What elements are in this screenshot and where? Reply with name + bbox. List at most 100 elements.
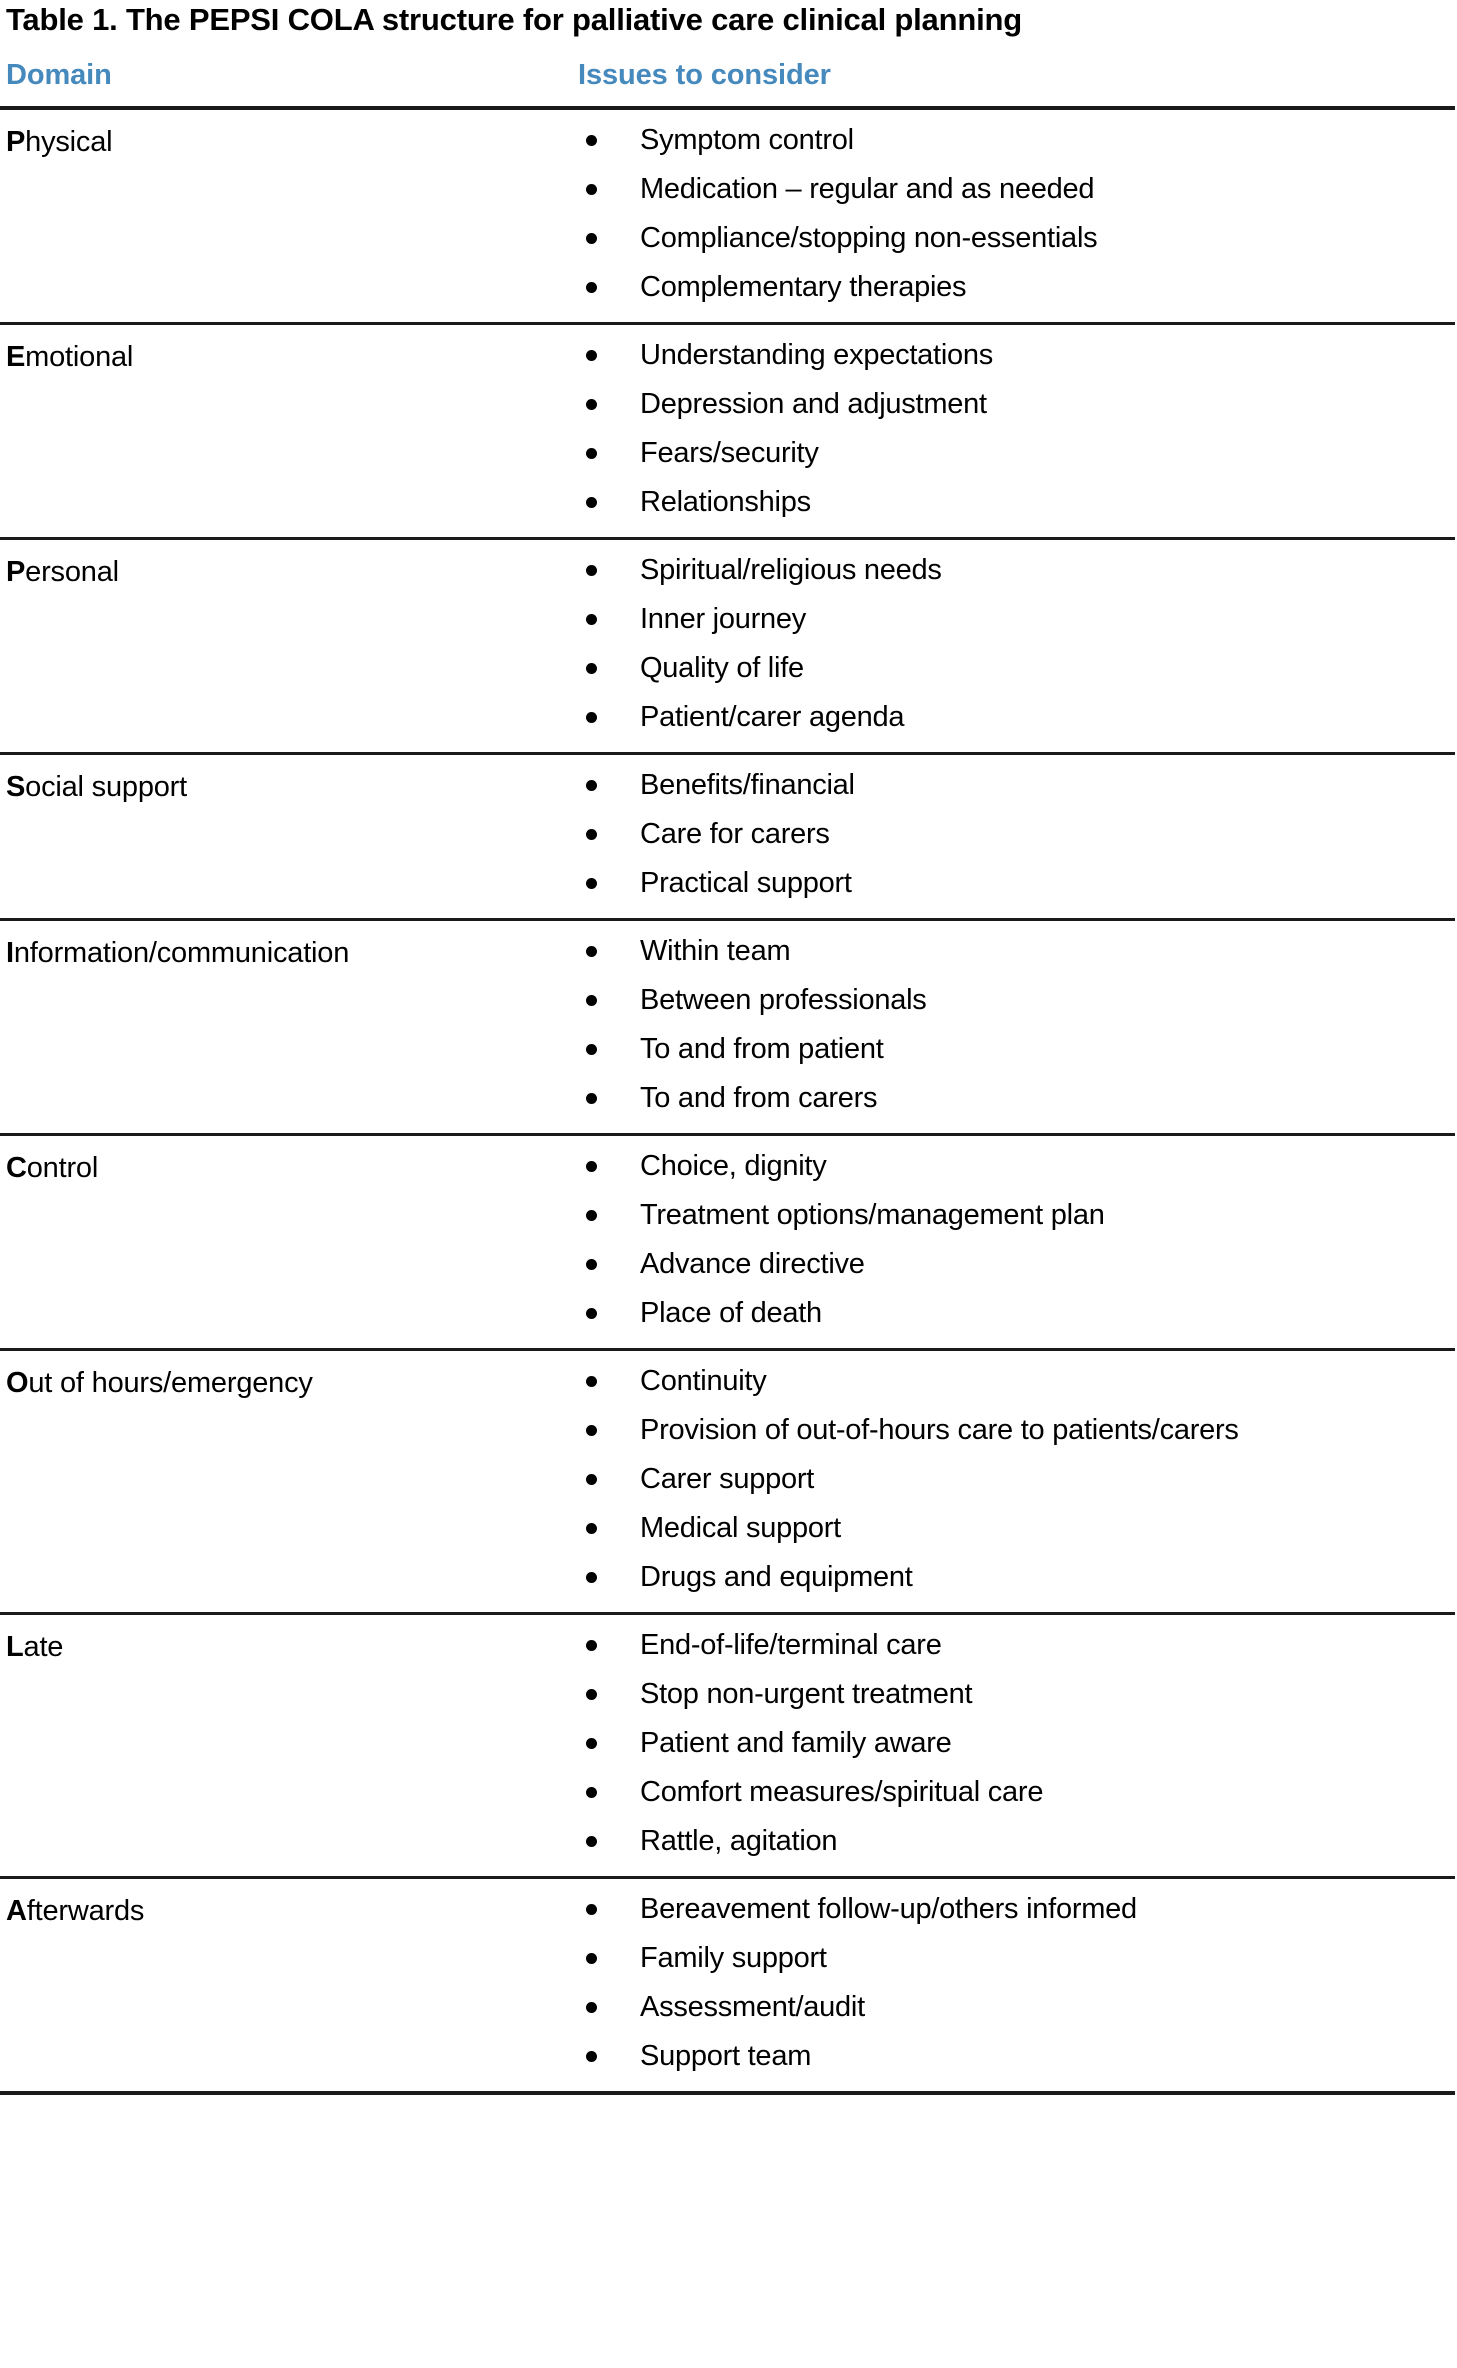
list-item: Patient/carer agenda xyxy=(560,700,1455,733)
bullet-icon xyxy=(586,828,597,840)
bullet-icon xyxy=(586,779,597,791)
bullet-icon xyxy=(586,1639,597,1651)
domain-initial: L xyxy=(6,1630,24,1663)
bullet-icon xyxy=(586,2050,597,2062)
issue-text: Choice, dignity xyxy=(640,1149,827,1182)
bullet-icon xyxy=(586,2001,597,2013)
issue-text: Family support xyxy=(640,1941,827,1974)
list-item: Family support xyxy=(560,1941,1455,1974)
bullet-icon xyxy=(586,1952,597,1964)
bullet-icon xyxy=(586,1737,597,1749)
list-item: Fears/security xyxy=(560,436,1455,469)
domain-label: nformation/communication xyxy=(13,936,350,969)
bullet-icon xyxy=(586,183,597,195)
domain-label: ontrol xyxy=(26,1151,99,1184)
domain-initial: P xyxy=(6,125,26,158)
issue-text: Medication – regular and as needed xyxy=(640,172,1095,205)
issue-text: Comfort measures/spiritual care xyxy=(640,1775,1044,1808)
column-header-issues: Issues to consider xyxy=(560,58,1455,110)
issue-text: Symptom control xyxy=(640,123,854,156)
bullet-icon xyxy=(586,1092,597,1104)
list-item: Spiritual/religious needs xyxy=(560,553,1455,586)
bullet-icon xyxy=(586,1209,597,1221)
bullet-icon xyxy=(586,662,597,674)
list-item: Depression and adjustment xyxy=(560,387,1455,420)
issue-text: Patient/carer agenda xyxy=(640,700,905,733)
list-item: Comfort measures/spiritual care xyxy=(560,1775,1455,1808)
list-item: Assessment/audit xyxy=(560,1990,1455,2023)
issue-text: Advance directive xyxy=(640,1247,865,1280)
domain-cell: Control xyxy=(0,1134,560,1351)
list-item: To and from patient xyxy=(560,1034,1455,1064)
issue-text: Patient and family aware xyxy=(640,1726,952,1759)
issue-text: Rattle, agitation xyxy=(640,1824,838,1857)
issue-text: Depression and adjustment xyxy=(640,387,987,420)
issue-text: Between professionals xyxy=(640,983,927,1016)
list-item: Place of death xyxy=(560,1296,1455,1329)
list-item: Understanding expectations xyxy=(560,340,1455,370)
issue-text: Assessment/audit xyxy=(640,1990,865,2023)
bullet-icon xyxy=(586,1688,597,1700)
domain-cell: Late xyxy=(0,1613,560,1879)
table-header-row: Domain Issues to consider xyxy=(0,58,1455,110)
list-item: Within team xyxy=(560,936,1455,966)
list-item: Patient and family aware xyxy=(560,1726,1455,1759)
bullet-icon xyxy=(586,877,597,889)
list-item: Bereavement follow-up/others informed xyxy=(560,1894,1455,1924)
issue-text: Practical support xyxy=(640,866,852,899)
issue-text: Treatment options/management plan xyxy=(640,1198,1105,1231)
list-item: To and from carers xyxy=(560,1081,1455,1114)
domain-label: ocial support xyxy=(25,770,187,803)
bullet-icon xyxy=(586,1043,597,1055)
bullet-icon xyxy=(586,1258,597,1270)
issue-text: Place of death xyxy=(640,1296,822,1329)
issue-text: Medical support xyxy=(640,1511,841,1544)
issue-text: Complementary therapies xyxy=(640,270,967,303)
bullet-icon xyxy=(586,613,597,625)
column-header-domain: Domain xyxy=(0,58,560,110)
domain-label: fterwards xyxy=(26,1894,145,1927)
bullet-icon xyxy=(586,994,597,1006)
list-item: Continuity xyxy=(560,1366,1455,1396)
domain-cell: Social support xyxy=(0,753,560,921)
list-item: Quality of life xyxy=(560,651,1455,684)
bullet-icon xyxy=(586,945,597,957)
bullet-icon xyxy=(586,496,597,508)
list-item: Medication – regular and as needed xyxy=(560,172,1455,205)
issue-text: Carer support xyxy=(640,1462,815,1495)
bullet-icon xyxy=(586,134,597,146)
issue-text: To and from carers xyxy=(640,1081,878,1114)
list-item: Drugs and equipment xyxy=(560,1562,1455,1592)
bullet-icon xyxy=(586,711,597,723)
list-item: Relationships xyxy=(560,485,1455,518)
issue-text: Spiritual/religious needs xyxy=(640,553,942,586)
domain-cell: Out of hours/emergency xyxy=(0,1349,560,1615)
domain-label: ut of hours/emergency xyxy=(28,1366,313,1399)
bullet-icon xyxy=(586,564,597,576)
list-item: Carer support xyxy=(560,1462,1455,1495)
issue-text: Fears/security xyxy=(640,436,819,469)
list-item: Benefits/financial xyxy=(560,770,1455,800)
issue-text: Relationships xyxy=(640,485,811,518)
issue-text: Quality of life xyxy=(640,651,804,684)
